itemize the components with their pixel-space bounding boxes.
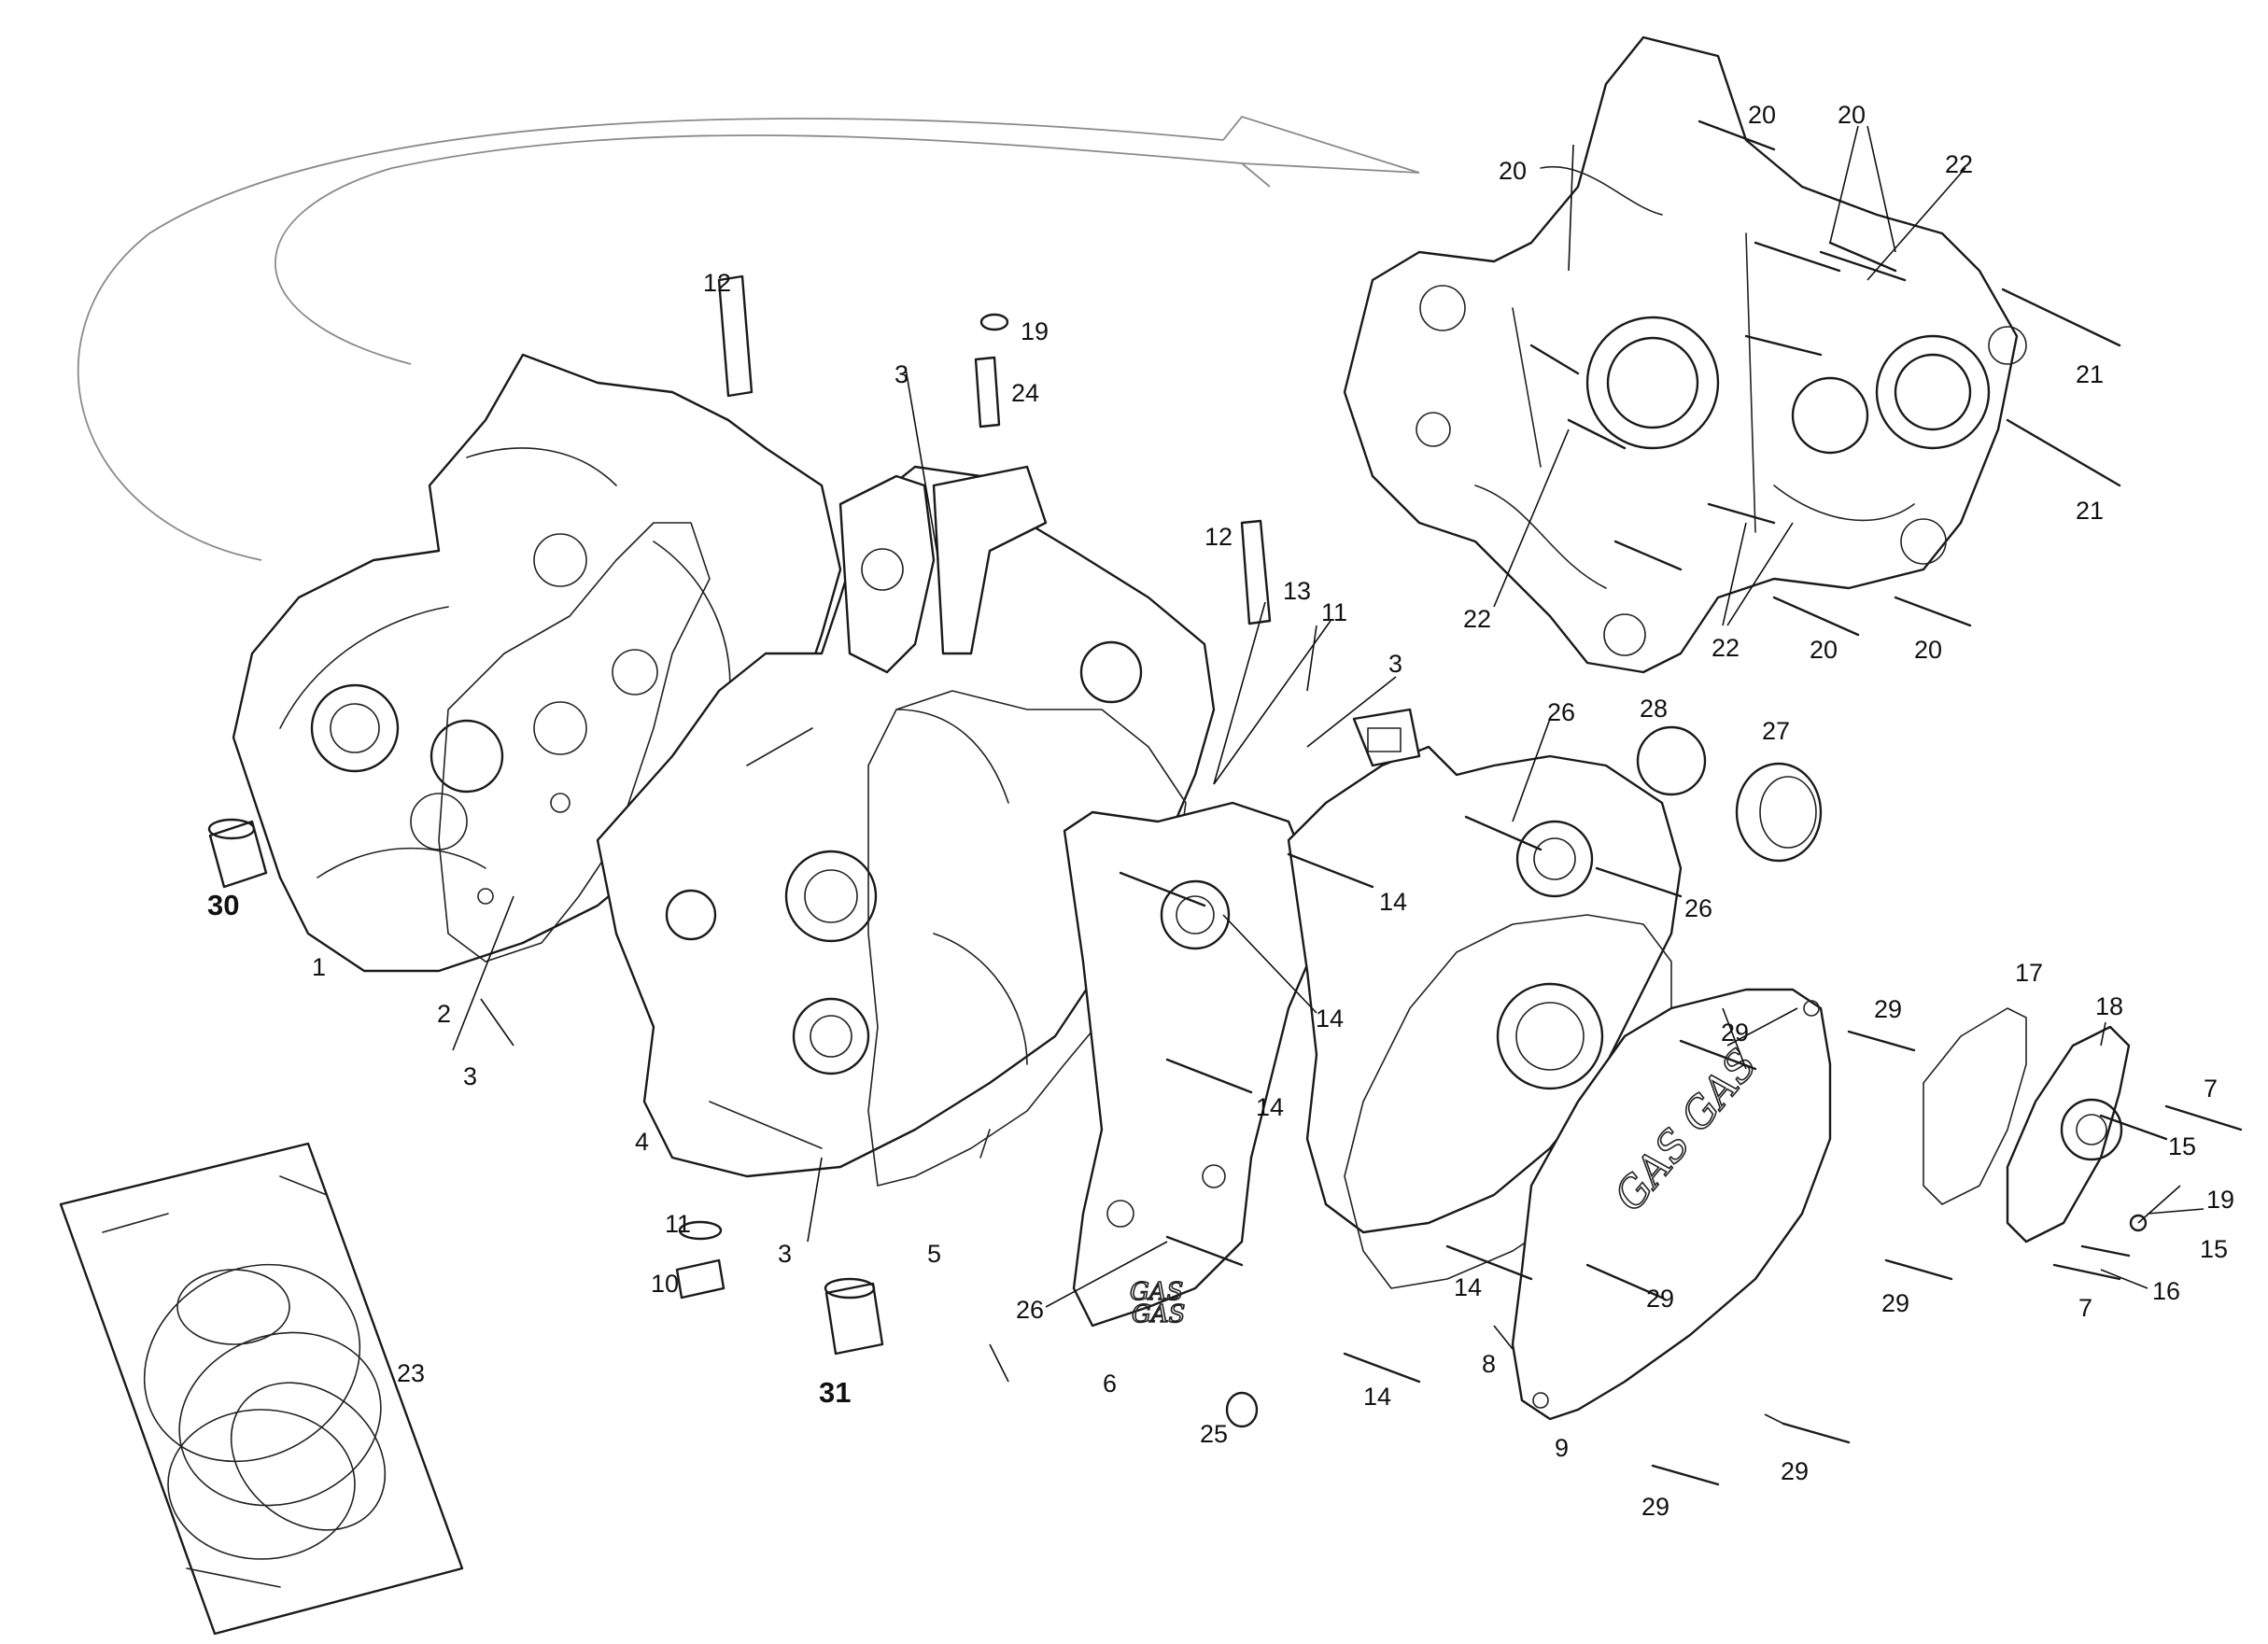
ignition-cover: GAS GAS bbox=[1511, 988, 1832, 1421]
label-part-3: 3 bbox=[895, 360, 909, 388]
label-part-16: 16 bbox=[2152, 1277, 2180, 1305]
label-part-12: 12 bbox=[1204, 523, 1233, 551]
label-part-23: 23 bbox=[397, 1359, 425, 1387]
label-part-1: 1 bbox=[312, 953, 326, 981]
label-part-10: 10 bbox=[651, 1270, 679, 1298]
label-part-31: 31 bbox=[819, 1376, 851, 1409]
label-part-21: 21 bbox=[2076, 497, 2104, 525]
label-part-14: 14 bbox=[1379, 888, 1407, 916]
part-number-labels: 1 2 3 3 3 3 4 5 6 7 7 8 9 10 11 11 12 12… bbox=[207, 101, 2234, 1521]
bushings bbox=[207, 818, 884, 1356]
label-part-9: 9 bbox=[1555, 1434, 1569, 1462]
label-part-18: 18 bbox=[2095, 992, 2123, 1020]
label-part-4: 4 bbox=[635, 1128, 649, 1156]
fastener-bolts bbox=[1119, 815, 2243, 1486]
label-part-22: 22 bbox=[1712, 634, 1740, 662]
label-part-14: 14 bbox=[1256, 1093, 1284, 1121]
label-part-26: 26 bbox=[1016, 1296, 1044, 1324]
crankcase-rear-view bbox=[1343, 35, 2027, 674]
rotation-arrow bbox=[77, 115, 1420, 561]
label-part-6: 6 bbox=[1103, 1370, 1117, 1398]
label-part-30: 30 bbox=[207, 889, 239, 921]
label-part-19: 19 bbox=[1021, 317, 1049, 345]
label-part-13: 13 bbox=[1283, 577, 1311, 605]
label-part-14: 14 bbox=[1316, 1005, 1344, 1033]
label-part-20: 20 bbox=[1748, 101, 1776, 129]
label-part-22: 22 bbox=[1945, 150, 1973, 178]
label-part-26: 26 bbox=[1547, 698, 1575, 726]
label-part-29: 29 bbox=[1646, 1285, 1674, 1313]
label-part-15: 15 bbox=[2168, 1132, 2196, 1160]
label-part-5: 5 bbox=[927, 1240, 941, 1268]
label-part-28: 28 bbox=[1640, 695, 1668, 723]
label-part-29: 29 bbox=[1721, 1019, 1749, 1047]
label-part-11: 11 bbox=[1321, 598, 1347, 626]
label-part-29: 29 bbox=[1781, 1457, 1809, 1485]
label-part-8: 8 bbox=[1482, 1350, 1496, 1378]
case-lettering-bottom: GAS bbox=[1132, 1300, 1185, 1328]
gasket-set bbox=[59, 1142, 464, 1636]
label-part-20: 20 bbox=[1838, 101, 1866, 129]
label-part-3: 3 bbox=[1388, 650, 1402, 678]
crankcase-half-right bbox=[1287, 708, 1683, 1234]
case-lettering-top: GAS bbox=[1130, 1278, 1183, 1306]
o-ring-and-cap bbox=[1636, 725, 1823, 863]
label-part-15: 15 bbox=[2200, 1235, 2228, 1263]
label-part-29: 29 bbox=[1874, 995, 1902, 1023]
label-part-27: 27 bbox=[1762, 717, 1790, 745]
label-part-21: 21 bbox=[2076, 360, 2104, 388]
label-part-25: 25 bbox=[1200, 1420, 1228, 1448]
label-part-19: 19 bbox=[2206, 1186, 2234, 1214]
studs-and-plugs bbox=[675, 274, 1272, 1428]
label-part-7: 7 bbox=[2078, 1294, 2092, 1322]
label-part-22: 22 bbox=[1463, 605, 1491, 633]
label-part-3: 3 bbox=[778, 1240, 792, 1268]
label-part-14: 14 bbox=[1454, 1273, 1482, 1301]
callout-leaders bbox=[452, 125, 2205, 1425]
rear-view-bolts bbox=[1529, 119, 2121, 637]
ignition-case-cover: GAS GAS bbox=[1063, 801, 1318, 1329]
label-part-20: 20 bbox=[1914, 636, 1942, 664]
label-part-29: 29 bbox=[1641, 1493, 1669, 1521]
label-part-14: 14 bbox=[1363, 1383, 1391, 1411]
label-part-24: 24 bbox=[1011, 379, 1039, 407]
label-part-17: 17 bbox=[2015, 959, 2043, 987]
crankcase-half-center bbox=[596, 465, 1216, 1178]
label-part-26: 26 bbox=[1684, 894, 1712, 922]
label-part-2: 2 bbox=[437, 1000, 451, 1028]
label-part-11: 11 bbox=[665, 1210, 691, 1238]
label-part-12: 12 bbox=[703, 269, 731, 297]
label-part-20: 20 bbox=[1499, 157, 1527, 185]
water-pump-assembly bbox=[1923, 1007, 2148, 1244]
crankcase-gasket bbox=[438, 522, 711, 963]
label-part-29: 29 bbox=[1881, 1289, 1909, 1317]
label-part-20: 20 bbox=[1810, 636, 1838, 664]
label-part-3: 3 bbox=[463, 1062, 477, 1090]
label-part-7: 7 bbox=[2204, 1075, 2218, 1103]
cylinder-flange bbox=[838, 465, 1048, 674]
